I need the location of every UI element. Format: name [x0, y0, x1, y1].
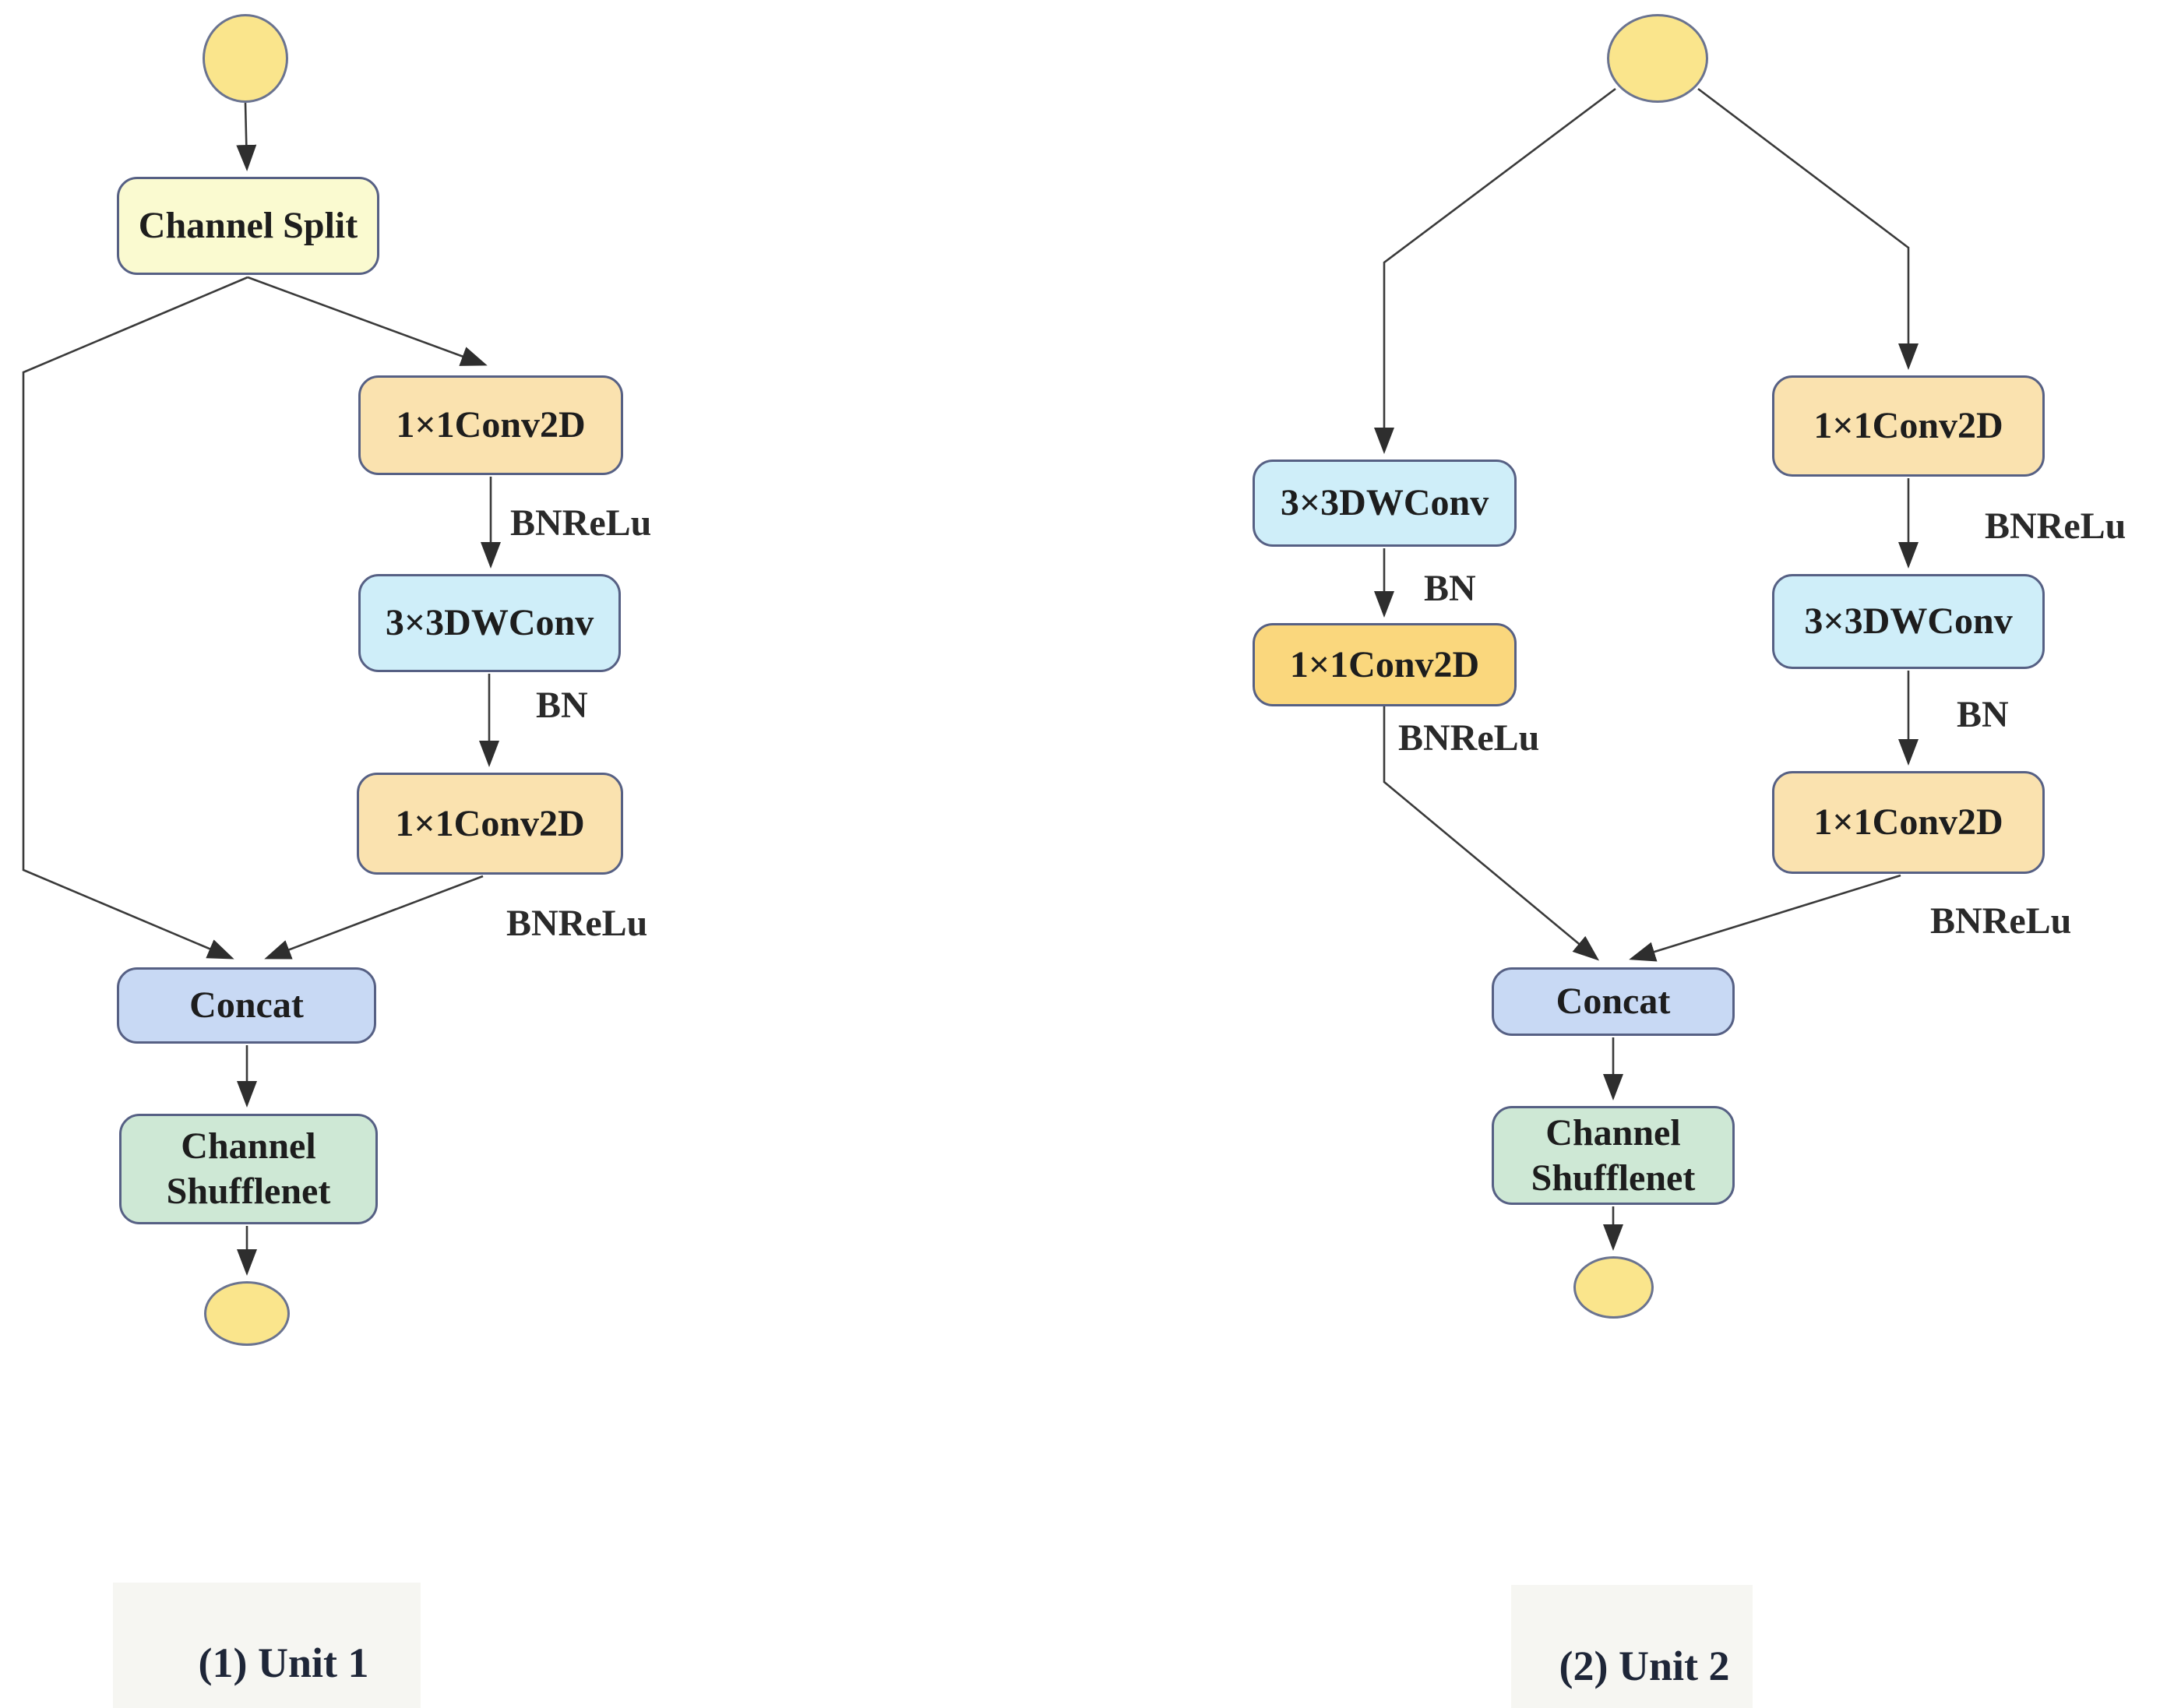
- concat-label-unit2: Concat: [1556, 981, 1671, 1023]
- channel-shufflenet-box-unit2: Channel Shufflenet: [1492, 1106, 1735, 1205]
- edge-u2-right-conv-to-concat: [1629, 874, 1901, 962]
- channel-shufflenet-box-unit1: Channel Shufflenet: [119, 1114, 378, 1224]
- caption-unit2: (2) Unit 2: [1559, 1643, 1730, 1689]
- edge-label-bn-right-unit2: BN: [1957, 694, 2009, 735]
- edge-u1-split-to-conv: [247, 276, 488, 366]
- conv1x1-a-label: 1×1Conv2D: [396, 404, 586, 446]
- conv1x1-box-a-unit1: 1×1Conv2D: [358, 375, 623, 475]
- output-terminal-unit2: [1573, 1256, 1654, 1319]
- edge-label-bnrelu-right-a-unit2: BNReLu: [1985, 505, 2126, 547]
- edge-label-bnrelu-a-unit1: BNReLu: [510, 502, 652, 544]
- edge-u1-bypass: [22, 276, 248, 960]
- edge-label-bnrelu-left-unit2: BNReLu: [1398, 717, 1540, 759]
- input-terminal-unit2: [1607, 14, 1708, 103]
- conv1x1-right-a-label-unit2: 1×1Conv2D: [1813, 405, 2003, 447]
- edge-label-bnrelu-right-b-unit2: BNReLu: [1930, 900, 2072, 942]
- dwconv-label-unit1: 3×3DWConv: [385, 602, 594, 644]
- conv1x1-left-label-unit2: 1×1Conv2D: [1289, 643, 1480, 685]
- concat-box-unit1: Concat: [117, 967, 376, 1044]
- edge-label-bn-unit1: BN: [536, 685, 588, 726]
- channel-split-label: Channel Split: [138, 205, 358, 247]
- conv1x1-box-right-b-unit2: 1×1Conv2D: [1772, 771, 2045, 874]
- edge-u1-conv-to-concat: [264, 875, 484, 960]
- dwconv-box-unit1: 3×3DWConv: [358, 574, 621, 672]
- conv1x1-right-b-label-unit2: 1×1Conv2D: [1813, 801, 2003, 843]
- dwconv-box-right-unit2: 3×3DWConv: [1772, 574, 2045, 669]
- channel-shufflenet-label-unit2: Channel Shufflenet: [1531, 1111, 1696, 1199]
- channel-shufflenet-label-unit1: Channel Shufflenet: [166, 1125, 331, 1212]
- edge-label-bn-left-unit2: BN: [1424, 568, 1476, 609]
- caption-background-unit1: [113, 1583, 421, 1708]
- conv1x1-box-b-unit1: 1×1Conv2D: [357, 773, 623, 875]
- conv1x1-box-left-unit2: 1×1Conv2D: [1253, 623, 1517, 706]
- concat-box-unit2: Concat: [1492, 967, 1735, 1036]
- input-terminal-unit1: [203, 14, 288, 103]
- caption-background-unit2: [1511, 1585, 1753, 1708]
- edge-u2-input-to-left-dwconv: [1374, 87, 1616, 454]
- conv1x1-box-right-a-unit2: 1×1Conv2D: [1772, 375, 2045, 477]
- caption-unit1: (1) Unit 1: [198, 1639, 369, 1686]
- dwconv-box-left-unit2: 3×3DWConv: [1253, 460, 1517, 547]
- dwconv-left-label-unit2: 3×3DWConv: [1280, 482, 1489, 524]
- edge-u1-input-to-split: [236, 102, 257, 171]
- concat-label-unit1: Concat: [189, 984, 304, 1027]
- dwconv-right-label-unit2: 3×3DWConv: [1804, 600, 2013, 643]
- output-terminal-unit1: [204, 1281, 290, 1346]
- conv1x1-b-label: 1×1Conv2D: [395, 802, 585, 844]
- edge-u2-input-to-right-conv: [1697, 87, 1919, 370]
- channel-split-box-unit1: Channel Split: [117, 177, 379, 275]
- edge-label-bnrelu-b-unit1: BNReLu: [506, 903, 648, 944]
